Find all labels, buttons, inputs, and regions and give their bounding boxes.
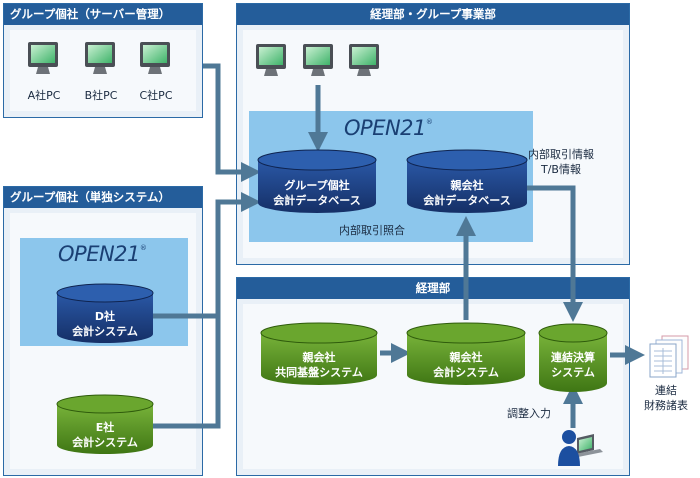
pc-icon-hq-2 [303, 44, 333, 76]
arrow-server-group-to-db [203, 63, 261, 182]
e-system-label: E社会計システム [72, 421, 138, 449]
pc-icon-c [140, 42, 170, 74]
user-laptop-icon [558, 430, 603, 466]
standalone-group-title: グループ個社（単独システム） [4, 187, 202, 208]
pc-icon-hq-3 [349, 44, 379, 76]
parent-db-label: 親会社会計データベース [423, 179, 511, 207]
pc-label-b: B社PC [84, 89, 118, 102]
parent-acct-label: 親会社会計システム [433, 351, 499, 379]
pc-label-a: A社PC [27, 89, 61, 102]
financial-statements-label: 連結財務諸表 [644, 384, 688, 412]
line-e-system [152, 316, 221, 429]
parent-db-cylinder [406, 149, 528, 213]
accounting-title: 経理部 [237, 278, 629, 299]
parent-acct-cylinder [406, 322, 526, 385]
pc-label-c: C社PC [139, 89, 173, 102]
parent-base-cylinder [260, 322, 378, 385]
pc-icon-b [85, 42, 115, 74]
group-db-label: グループ個社会計データベース [273, 179, 361, 207]
e-system-cylinder [56, 394, 154, 454]
open21-logo-main: OPEN21® [344, 116, 433, 140]
hq-group-title: 経理部・グループ事業部 [237, 4, 629, 25]
internal-match-label: 内部取引照合 [339, 224, 405, 237]
arrow-d-system-to-db [152, 192, 261, 319]
server-group-title: グループ個社（サーバー管理） [4, 4, 202, 25]
d-system-label: D社会計システム [72, 310, 138, 338]
consolidation-label: 連結決算システム [551, 351, 595, 379]
consolidation-cylinder [538, 323, 608, 392]
adjust-input-label: 調整入力 [507, 407, 551, 420]
open21-logo-d: OPEN21® [58, 242, 147, 266]
parent-base-label: 親会社共同基盤システム [275, 351, 363, 379]
arrow-parent-db-to-consolidation [527, 185, 583, 322]
pc-icon-a [28, 42, 58, 74]
group-db-cylinder [257, 149, 377, 213]
document-stack-icon [649, 335, 689, 378]
d-system-cylinder [56, 283, 154, 343]
pc-icon-hq-1 [256, 44, 286, 76]
